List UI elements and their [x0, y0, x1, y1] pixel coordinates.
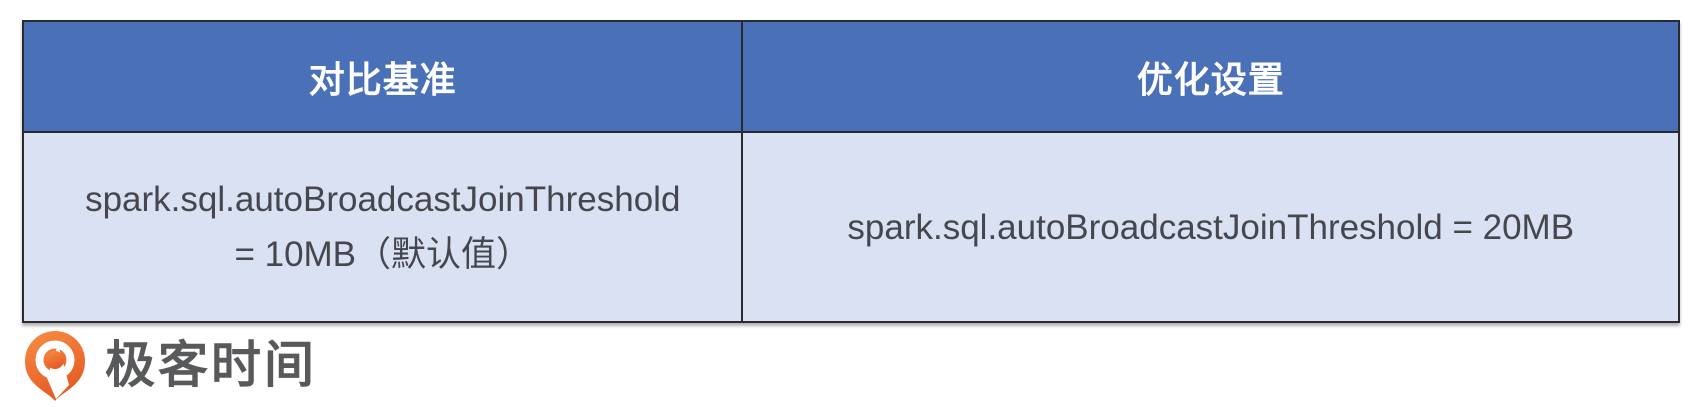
header-cell-baseline: 对比基准	[24, 22, 744, 133]
header-optimized-label: 优化设置	[1136, 58, 1285, 100]
geektime-logo: 极客时间	[19, 329, 317, 401]
cell-optimized-config: spark.sql.autoBroadcastJoinThreshold = 2…	[743, 133, 1678, 321]
geektime-logo-text: 极客时间	[105, 337, 317, 393]
comparison-table: 对比基准 优化设置 spark.sql.autoBroadcastJoinThr…	[22, 20, 1680, 323]
baseline-config-line2: = 10MB（默认值）	[234, 235, 532, 274]
cell-baseline-config: spark.sql.autoBroadcastJoinThreshold = 1…	[24, 133, 744, 321]
optimized-config-line: spark.sql.autoBroadcastJoinThreshold = 2…	[847, 207, 1575, 247]
baseline-config-line1: spark.sql.autoBroadcastJoinThreshold	[85, 180, 681, 219]
geektime-pin-icon	[25, 331, 85, 401]
header-cell-optimized: 优化设置	[743, 22, 1678, 133]
header-baseline-label: 对比基准	[308, 58, 457, 100]
